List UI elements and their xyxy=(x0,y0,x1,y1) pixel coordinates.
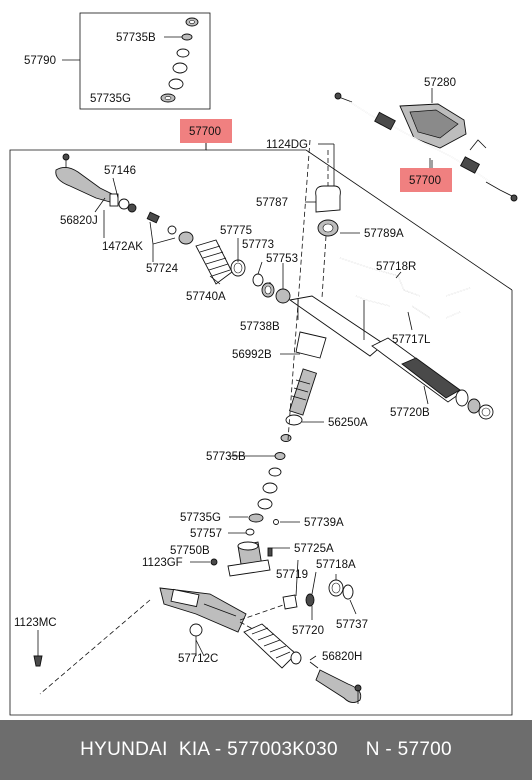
rack-rings xyxy=(252,273,291,304)
leader-lines xyxy=(94,143,429,661)
part-57700-highlight-side xyxy=(400,168,452,192)
label-57735g-top: 57735G xyxy=(90,93,131,105)
label-56820h: 56820H xyxy=(322,651,362,663)
label-57787: 57787 xyxy=(256,197,288,209)
bellows-boot-right xyxy=(243,623,302,669)
label-57740a: 57740A xyxy=(186,291,226,303)
label-57724: 57724 xyxy=(146,263,179,275)
label-56250a: 56250A xyxy=(328,417,368,429)
pinion-valve xyxy=(285,368,324,426)
tie-rod-end-right xyxy=(309,661,362,704)
label-57146: 57146 xyxy=(104,165,136,177)
label-56820j: 56820J xyxy=(60,215,98,227)
label-56992b: 56992B xyxy=(232,349,272,361)
label-57737: 57737 xyxy=(336,619,368,631)
gear-housing xyxy=(39,587,303,695)
label-57720: 57720 xyxy=(292,625,324,637)
label-57280: 57280 xyxy=(424,77,456,89)
label-57712c: 57712C xyxy=(178,653,218,665)
label-57738b: 57738B xyxy=(240,321,280,333)
label-57790: 57790 xyxy=(24,55,56,67)
main-assembly-frame xyxy=(9,143,513,716)
rack-housing xyxy=(288,295,494,420)
label-57753: 57753 xyxy=(266,253,298,265)
assembled-steering-gear xyxy=(334,88,518,202)
label-57739a: 57739A xyxy=(304,517,344,529)
label-1124dg: 1124DG xyxy=(266,139,308,151)
label-57789a: 57789A xyxy=(364,228,404,240)
seal-rings-column xyxy=(229,139,311,525)
label-57735g-mid: 57735G xyxy=(180,512,221,524)
label-57725a: 57725A xyxy=(294,543,334,555)
valve-housing xyxy=(190,528,290,577)
label-57757: 57757 xyxy=(190,528,222,540)
label-1123mc: 1123MC xyxy=(14,617,57,629)
part-number-footer: HYUNDAI KIA - 577003K030 N - 57700 xyxy=(0,720,532,780)
bolt-1123mc xyxy=(33,630,43,667)
label-57718r: 57718R xyxy=(376,261,416,273)
label-57717l: 57717L xyxy=(392,334,431,346)
label-57735b-mid: 57735B xyxy=(206,451,246,463)
label-plate xyxy=(280,331,327,359)
part-57700-highlight-main xyxy=(180,119,232,143)
label-57773: 57773 xyxy=(242,239,274,251)
label-57719: 57719 xyxy=(276,569,308,581)
bellows-boot xyxy=(195,239,246,285)
label-57700-side: 57700 xyxy=(409,175,441,187)
tie-rod-end-left xyxy=(55,153,137,213)
label-57735b-top: 57735B xyxy=(116,32,156,44)
label-57720b: 57720B xyxy=(390,407,430,419)
label-1472ak: 1472AK xyxy=(102,241,143,253)
label-57750b: 57750B xyxy=(170,545,210,557)
label-57718a: 57718A xyxy=(316,559,356,571)
label-57775: 57775 xyxy=(220,225,252,237)
seal-kit-inset xyxy=(62,12,211,110)
small-seals-right xyxy=(282,579,354,610)
inner-tie-rod xyxy=(137,211,194,245)
steering-gear-parts-diagram: 57790 57735B 57735G 57280 57700 57700 11… xyxy=(9,12,518,716)
mounting-bracket xyxy=(305,150,360,299)
label-57700-main: 57700 xyxy=(189,126,221,138)
hydraulic-pipes xyxy=(339,257,471,340)
label-1123gf: 1123GF xyxy=(142,557,183,569)
